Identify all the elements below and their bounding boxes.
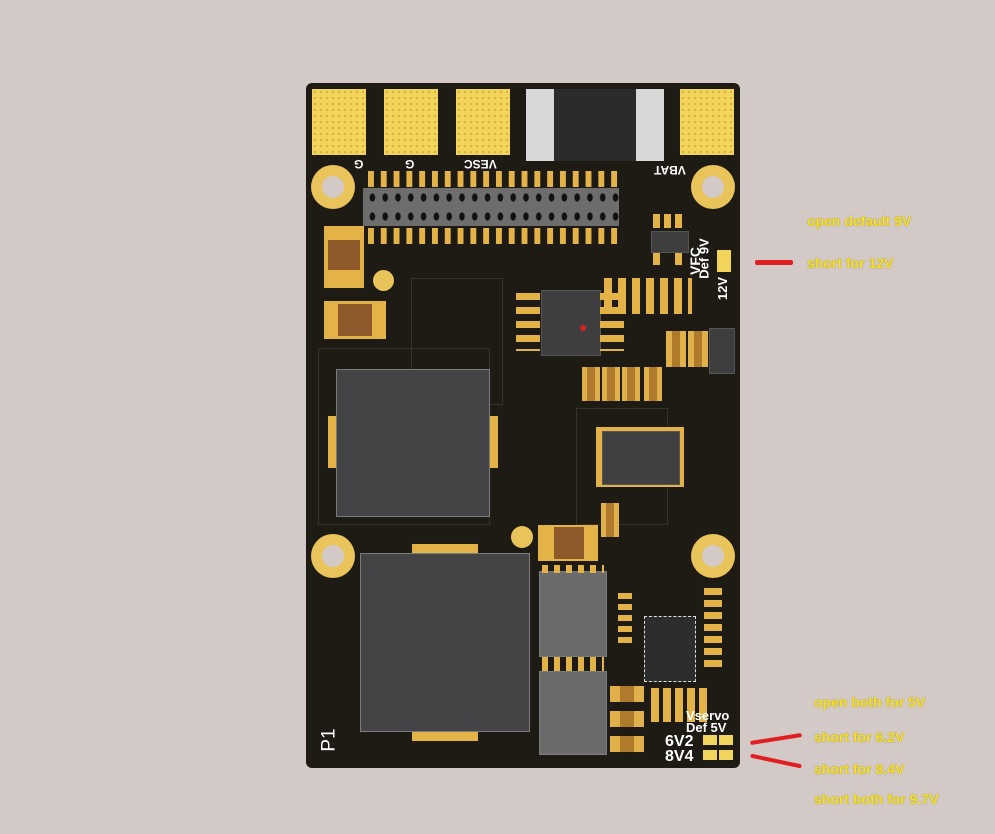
vservo-default: Def 5V (686, 720, 727, 735)
mosfet (539, 671, 607, 755)
vfc-default: Def 9V (696, 238, 712, 279)
pin (653, 214, 660, 228)
mosfet-pins (542, 657, 604, 665)
vservo-opt-62: 6V2 (665, 733, 694, 750)
jumper-84-a[interactable] (703, 750, 717, 760)
label-vbat: VBAT (654, 163, 686, 177)
capacitor (610, 711, 644, 727)
power-inductor (360, 553, 530, 732)
small-transistor (651, 231, 689, 253)
capacitor (602, 367, 620, 401)
ic-pins-left (516, 293, 540, 351)
jumper-84-b[interactable] (719, 750, 733, 760)
capacitor (688, 331, 708, 367)
pin (675, 253, 682, 265)
mount-hole-tl (311, 165, 355, 209)
marker-vfc-short (755, 260, 793, 265)
annotation-servo-open: open both for 5V (814, 694, 926, 710)
capacitor (622, 367, 640, 401)
jumper-62-a[interactable] (703, 735, 717, 745)
mount-hole-ml (311, 534, 355, 578)
capacitor (610, 736, 644, 752)
bulk-capacitor (526, 89, 664, 161)
resistor-row (604, 278, 692, 314)
power-inductor (336, 369, 490, 517)
diode (709, 328, 735, 374)
mount-hole-tr (691, 165, 735, 209)
capacitor (644, 367, 662, 401)
capacitor (601, 503, 619, 537)
mosfet (539, 571, 607, 657)
mosfet-pins (542, 565, 604, 573)
label-g2: G (405, 157, 415, 171)
regulator-ic (541, 290, 601, 356)
test-point (511, 526, 533, 548)
marker-servo-62 (750, 732, 802, 746)
pad-vbat (680, 89, 734, 155)
annotation-servo-both: short both for 9.7V (814, 791, 939, 807)
pcb-board: G G VESC VBAT VFC Def 9V 12V (306, 83, 740, 768)
pin (664, 214, 671, 228)
module-chip (602, 431, 680, 485)
vservo-opt-84: 8V4 (665, 748, 694, 765)
test-point (373, 270, 394, 291)
small-resistors (618, 593, 632, 643)
annotation-vfc-short: short for 12V (807, 255, 894, 271)
pin-header (363, 188, 619, 226)
pad-g2 (384, 89, 438, 155)
inductor-small (328, 240, 360, 270)
inductor-small (554, 527, 584, 559)
vfc-alt: 12V (715, 276, 731, 301)
header-pins-bottom (368, 228, 618, 244)
jumper-62-b[interactable] (719, 735, 733, 745)
annotation-servo-84: short for 8.4V (814, 761, 905, 777)
capacitor (610, 686, 644, 702)
pad-vesc (456, 89, 510, 155)
vservo-title: Vservo (686, 708, 730, 723)
annotation-vfc-open: open default 9V (807, 213, 912, 229)
label-g1: G (354, 157, 364, 171)
pad-g1 (312, 89, 366, 155)
capacitor (338, 304, 372, 336)
header-pins-top (368, 171, 618, 187)
pin (675, 214, 682, 228)
mosfet-pins (542, 663, 604, 671)
mount-hole-mr (691, 534, 735, 578)
annotation-servo-62: short for 6.2V (814, 729, 905, 745)
vfc-jumper-pad[interactable] (717, 250, 731, 272)
label-vesc: VESC (464, 157, 497, 171)
small-resistors (704, 588, 722, 668)
marker-servo-84 (750, 753, 802, 769)
pin (653, 253, 660, 265)
small-resistors (651, 688, 707, 722)
capacitor (582, 367, 600, 401)
capacitor (666, 331, 686, 367)
controller-ic (644, 616, 696, 682)
board-designator: P1 (318, 728, 340, 752)
